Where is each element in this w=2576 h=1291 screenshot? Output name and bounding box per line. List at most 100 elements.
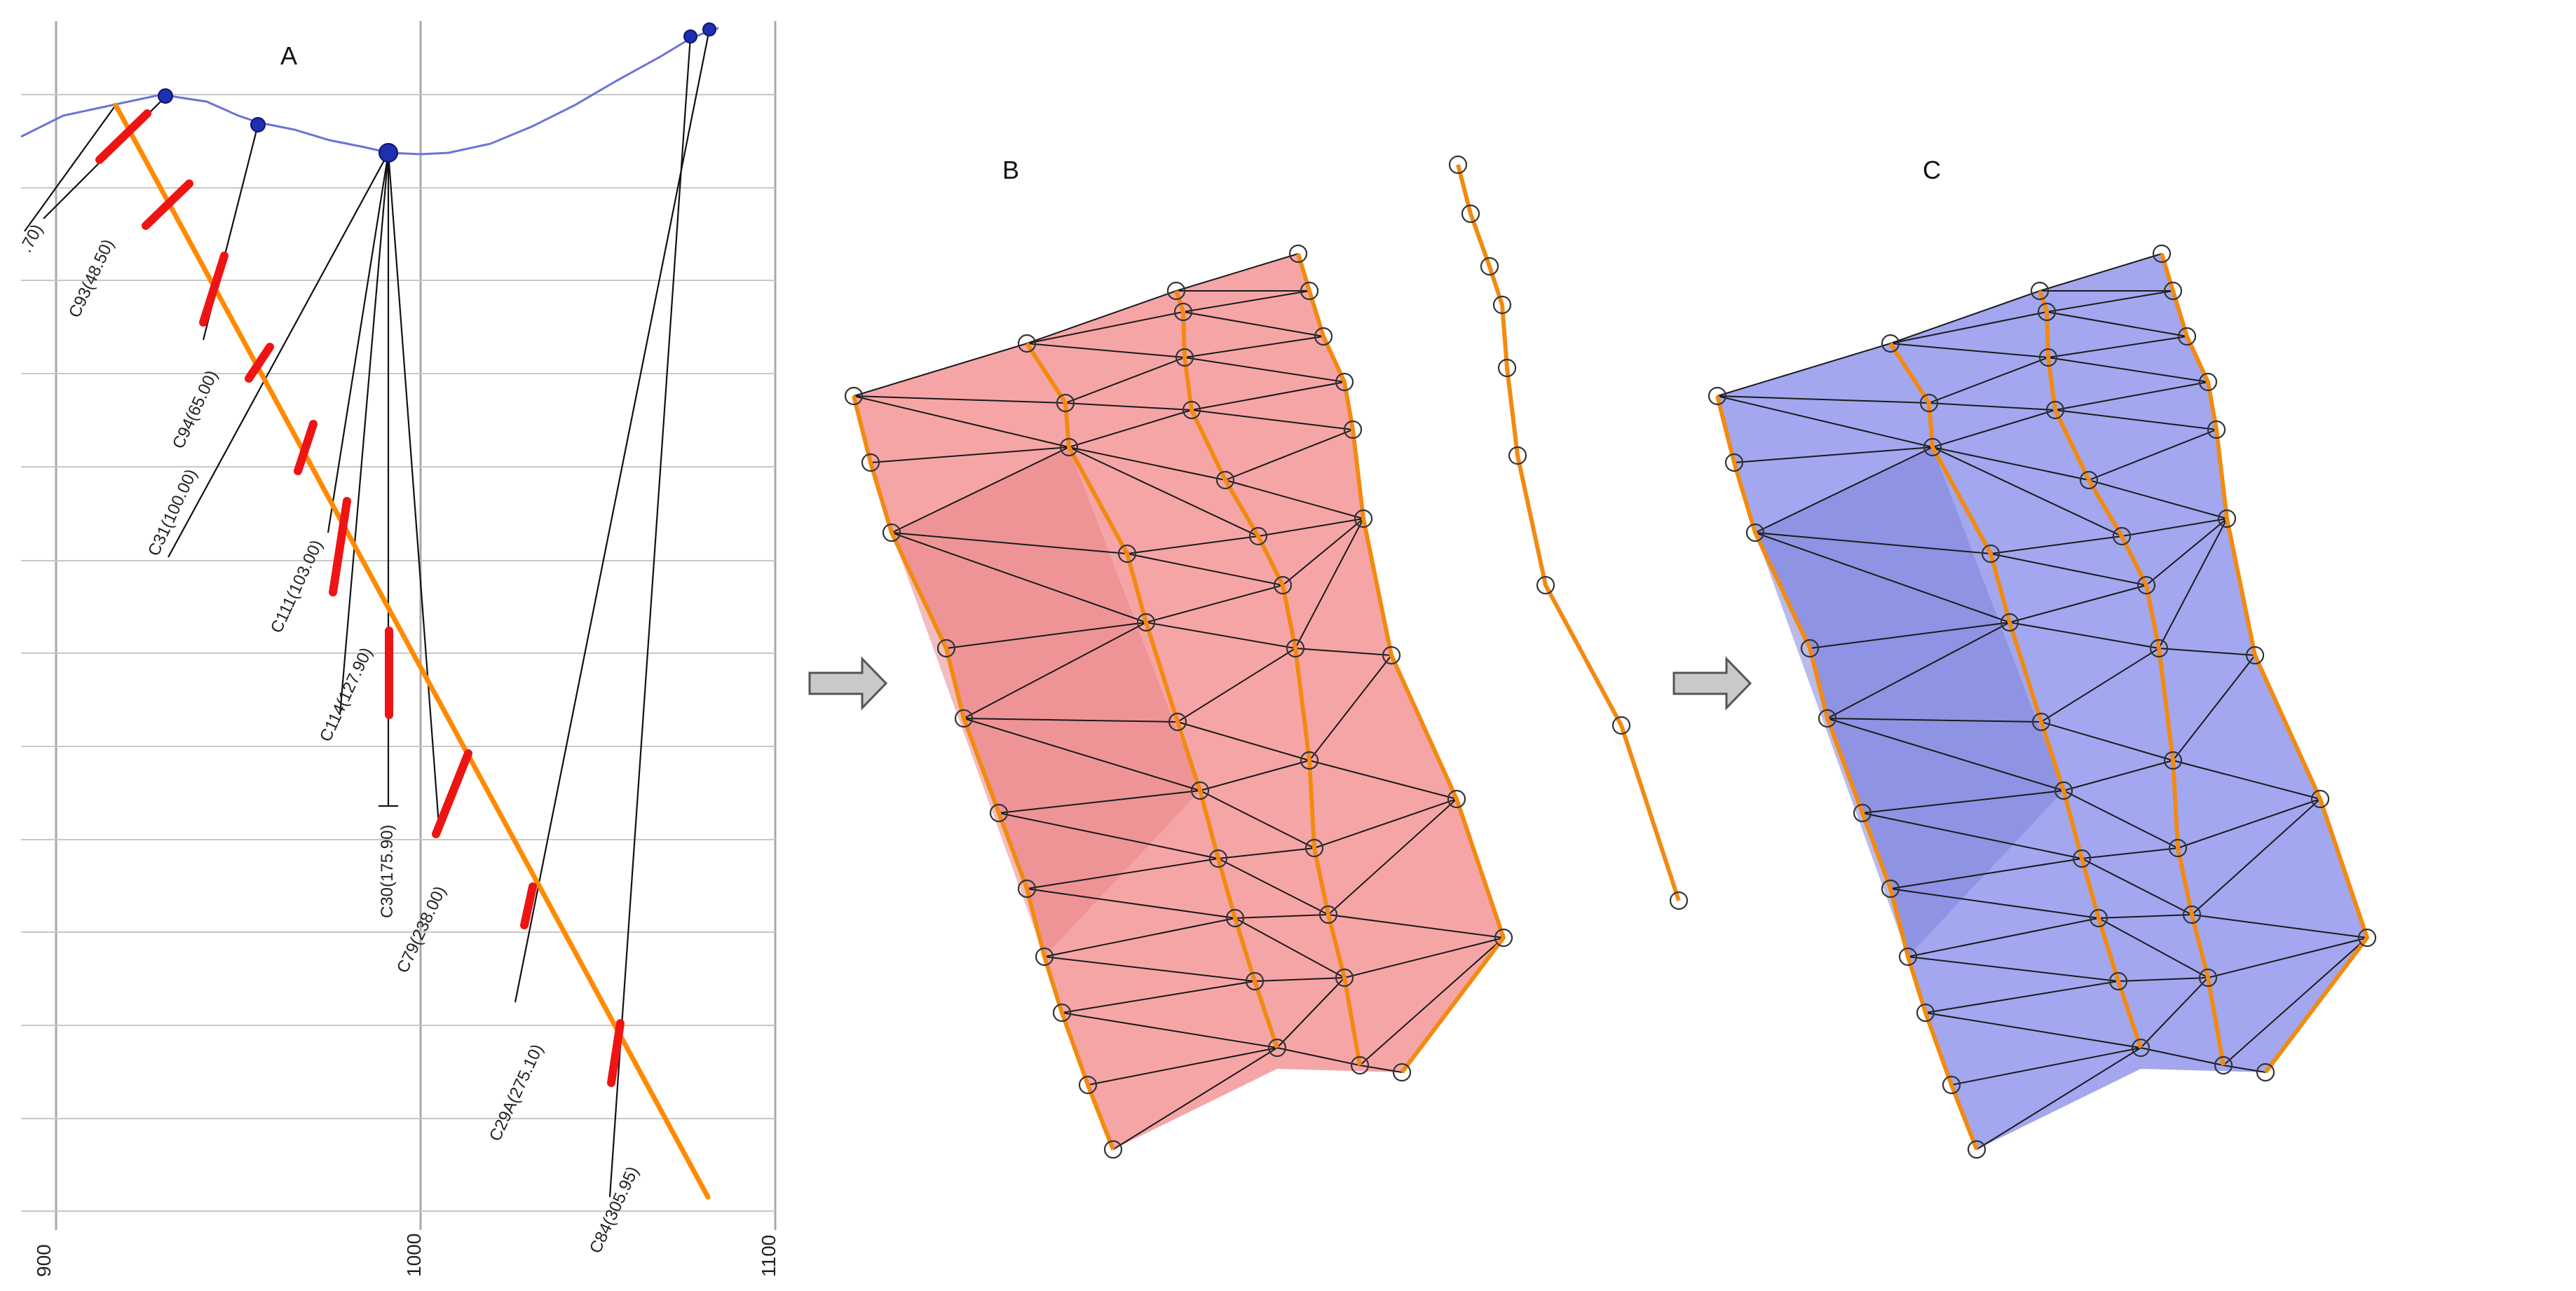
mesh-edge <box>1754 446 1933 533</box>
mesh-node <box>2182 905 2202 924</box>
mesh-node <box>1382 646 1401 665</box>
mesh-edge <box>1184 336 1324 358</box>
mesh-edge <box>1925 981 2119 1013</box>
mesh-node <box>1881 879 1900 899</box>
mesh-edge <box>1145 622 1296 649</box>
mesh-node <box>1173 302 1193 322</box>
mesh-node <box>1724 453 1744 472</box>
mesh-edge <box>1951 1047 2141 1086</box>
mesh-node <box>2198 968 2218 988</box>
surface-shade <box>892 447 1200 957</box>
mesh-edge <box>1928 402 2056 411</box>
mesh-edge <box>2140 977 2209 1048</box>
mesh-node <box>1461 204 1480 224</box>
fault-intercept <box>199 252 229 327</box>
mesh-node <box>1267 1038 1287 1058</box>
fault-intercepts <box>95 109 625 1087</box>
surface-shade <box>1755 447 2064 957</box>
drill-collar <box>250 117 266 132</box>
mesh-edge <box>2177 798 2321 849</box>
mesh-edge <box>2009 585 2147 623</box>
mesh-node <box>1708 386 1727 406</box>
mesh-node <box>1103 1140 1123 1159</box>
mesh-node <box>2207 420 2226 439</box>
mesh-node <box>2198 372 2218 392</box>
fault-intercept <box>245 343 274 383</box>
x-tick-900: 900 <box>33 1244 55 1277</box>
mesh-edge <box>1314 798 1457 849</box>
mesh-edge <box>1827 718 2064 791</box>
mesh-edge <box>2121 518 2228 537</box>
mesh-node <box>1800 638 1820 658</box>
mesh-node <box>1318 905 1338 924</box>
mesh-edge <box>1976 1047 2141 1150</box>
mesh-node <box>1881 334 1900 353</box>
section-fault-trace <box>852 395 1115 1151</box>
drill-hole-trace <box>608 36 692 1198</box>
fault-intercept <box>95 109 151 164</box>
drill-hole-label: C93(48.50) <box>65 236 118 320</box>
mesh-edge <box>1907 917 2099 957</box>
mesh-edge <box>1061 1012 1278 1048</box>
mesh-edge <box>1717 395 1930 404</box>
mesh-node <box>2310 789 2330 809</box>
mesh-edge <box>1026 888 1236 919</box>
mesh-edge <box>1890 343 2049 358</box>
mesh-edge <box>1990 535 2122 554</box>
mesh-edge <box>2063 760 2174 791</box>
mesh-edge <box>891 446 1070 533</box>
mesh-edge <box>1754 532 1991 554</box>
mesh-edge <box>1068 446 1259 537</box>
drill-hole-trace <box>24 104 116 232</box>
mesh-node <box>1245 971 1265 991</box>
panel-b-triangulated-fault-surface: B <box>844 155 1689 1159</box>
mesh-edge <box>1112 1047 1278 1150</box>
mesh-node <box>1981 544 2001 563</box>
mesh-node <box>1175 348 1194 367</box>
fault-intercept <box>432 749 472 838</box>
mesh-edge <box>2191 798 2321 915</box>
mesh-edge <box>891 532 1128 554</box>
section-fault-trace <box>1174 290 1362 1066</box>
mesh-edge <box>2081 847 2179 859</box>
mesh-edge <box>2158 518 2228 649</box>
mesh-node <box>1215 470 1235 490</box>
mesh-node <box>2108 971 2128 991</box>
mesh-edge <box>1932 409 2056 448</box>
fault-intercept <box>520 882 537 929</box>
mesh-node <box>2079 470 2099 490</box>
mesh-edge <box>998 812 1219 859</box>
mesh-edge <box>1061 981 1255 1013</box>
section-fault-trace <box>1296 253 1506 1074</box>
mesh-node <box>1967 1140 1986 1159</box>
surface-fill <box>1717 254 2367 1149</box>
mesh-edge <box>2009 622 2160 649</box>
mesh-node <box>1447 789 1466 809</box>
x-tick-1100: 1100 <box>758 1235 779 1277</box>
mesh-node <box>1166 281 1186 301</box>
drill-hole-label: C30(175.90) <box>378 825 397 918</box>
surface-fill <box>854 254 1504 1149</box>
surface-mesh-b <box>844 244 1513 1159</box>
mesh-node <box>1354 509 1373 528</box>
mesh-edge <box>1295 648 1392 656</box>
section-fault-trace <box>1025 342 1279 1048</box>
drill-collar <box>683 29 697 43</box>
mesh-edge <box>1191 381 1345 411</box>
section-fault-trace <box>1715 395 1979 1151</box>
mesh-edge <box>2047 336 2188 358</box>
mesh-edge <box>2054 409 2217 430</box>
mesh-node <box>1448 155 1468 175</box>
section-grid <box>21 21 777 1230</box>
isolated-section-trace <box>1448 155 1689 910</box>
mesh-edge <box>1184 357 1345 383</box>
mesh-edge <box>2046 290 2174 313</box>
mesh-node <box>1190 781 1210 800</box>
drill-collar <box>379 143 398 163</box>
mesh-node <box>2163 751 2183 770</box>
mesh-edge <box>1199 760 1310 791</box>
mesh-edge <box>2040 648 2160 723</box>
mesh-node <box>2030 281 2050 301</box>
mesh-node <box>2131 1038 2151 1058</box>
mesh-node <box>2149 638 2169 658</box>
